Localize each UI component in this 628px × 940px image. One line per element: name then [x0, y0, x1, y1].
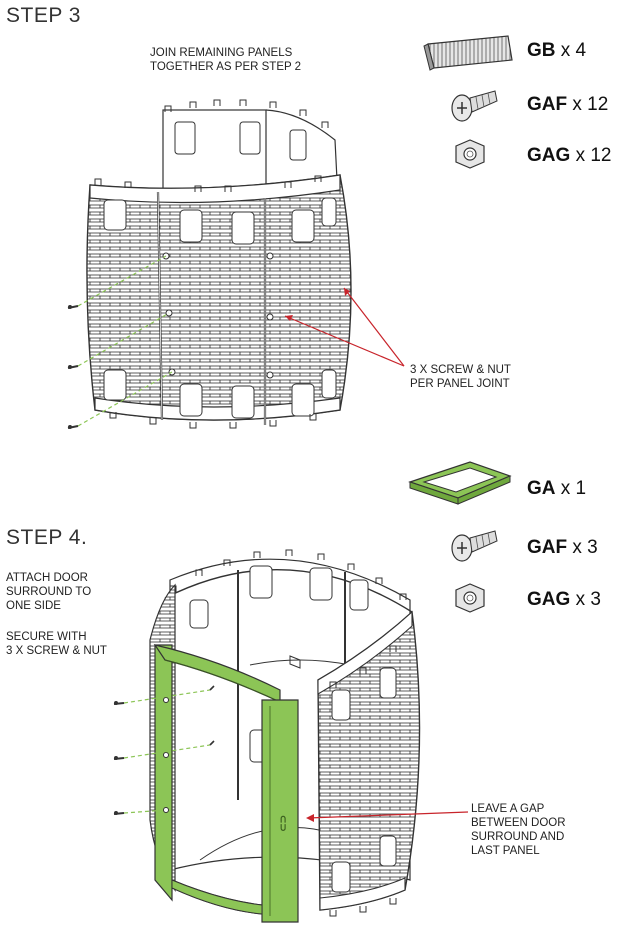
step4-bin-assembly: ⊂⊃: [149, 549, 421, 923]
step3-part-gaf: GAF x 12: [527, 94, 608, 116]
door-surround: ⊂⊃: [153, 644, 299, 923]
part-qty: x 3: [572, 537, 598, 558]
step3-instruction: JOIN REMAINING PANELS TOGETHER AS PER ST…: [150, 47, 302, 73]
part-code: GAF: [527, 94, 568, 115]
step4-part-gag: GAG x 3: [527, 589, 601, 611]
door-surround-icon: [408, 461, 512, 505]
step3-callout: 3 x SCREW & NUT PER PANEL JOINT: [410, 364, 511, 390]
screw-icon: [451, 530, 498, 562]
part-code: GA: [527, 478, 556, 499]
part-qty: x 12: [572, 94, 609, 115]
step3-title: STEP 3: [6, 4, 81, 27]
part-code: GAF: [527, 537, 568, 558]
step4-part-ga: GA x 1: [527, 478, 586, 500]
nut-icon: [455, 583, 485, 613]
step4-part-gaf: GAF x 3: [527, 537, 598, 559]
part-code: GB: [527, 40, 556, 61]
step3-part-gag: GAG x 12: [527, 145, 611, 167]
step4-callout-arrow: [306, 811, 469, 822]
part-qty: x 3: [575, 589, 601, 610]
part-code: GAG: [527, 145, 571, 166]
step3-part-gb: GB x 4: [527, 40, 586, 62]
part-qty: x 12: [575, 145, 612, 166]
step3-callout-arrows: [284, 287, 405, 367]
screw-icon: [451, 90, 498, 122]
part-code: GAG: [527, 589, 571, 610]
step4-callout: LEAVE A GAP BETWEEN DOOR SURROUND AND LA…: [471, 803, 566, 857]
step4-screw-guides: [113, 685, 215, 815]
svg-text:⊂⊃: ⊂⊃: [277, 815, 288, 832]
step3-bin-assembly: [86, 99, 352, 429]
nut-icon: [455, 139, 485, 169]
step4-instruction: ATTACH DOOR SURROUND TO ONE SIDE: [6, 572, 92, 612]
part-qty: x 4: [560, 40, 587, 61]
step3-screw-guides: [67, 255, 173, 429]
step4-secure: SECURE WITH 3 X SCREW & NUT: [6, 631, 107, 657]
step4-title: STEP 4.: [6, 526, 88, 549]
panel-clip-icon: [423, 35, 513, 71]
part-qty: x 1: [560, 478, 587, 499]
